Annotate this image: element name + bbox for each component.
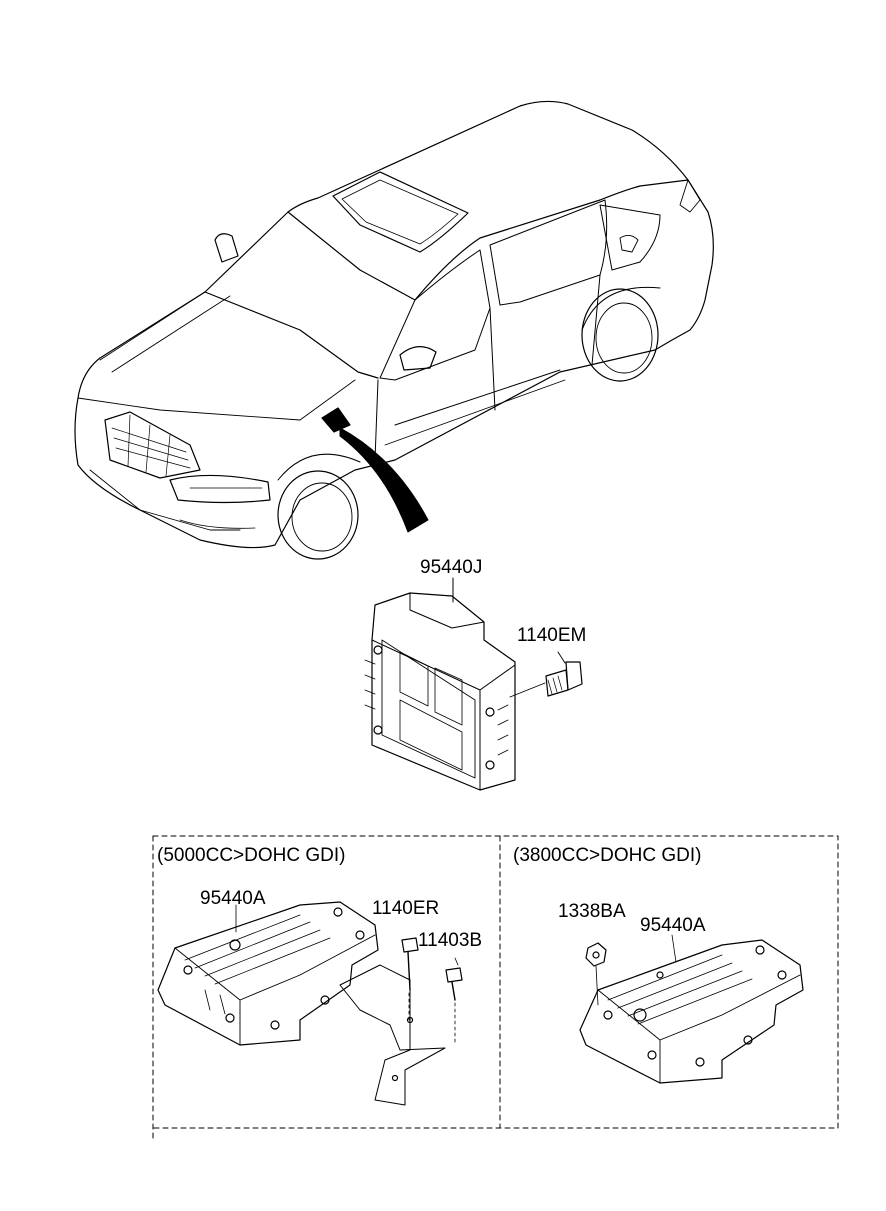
part-label-main-ecu[interactable]: 95440J — [420, 557, 483, 578]
section-header-3800cc: (3800CC>DOHC GDI) — [513, 845, 702, 866]
part-label-right-ecu[interactable]: 95440A — [640, 915, 706, 936]
part-label-left-bolt2[interactable]: 11403B — [418, 930, 483, 951]
main-ecu-drawing — [364, 577, 583, 791]
variant-section-box — [152, 835, 839, 1141]
car-illustration — [74, 100, 714, 560]
part-label-right-nut[interactable]: 1338BA — [558, 901, 626, 922]
part-label-left-bolt[interactable]: 1140ER — [372, 898, 440, 919]
right-ecu-drawing — [579, 934, 804, 1084]
left-ecu-drawing — [157, 901, 463, 1106]
part-label-left-ecu[interactable]: 95440A — [200, 888, 266, 909]
part-label-main-bolt[interactable]: 1140EM — [517, 625, 587, 646]
section-header-5000cc: (5000CC>DOHC GDI) — [157, 845, 346, 866]
